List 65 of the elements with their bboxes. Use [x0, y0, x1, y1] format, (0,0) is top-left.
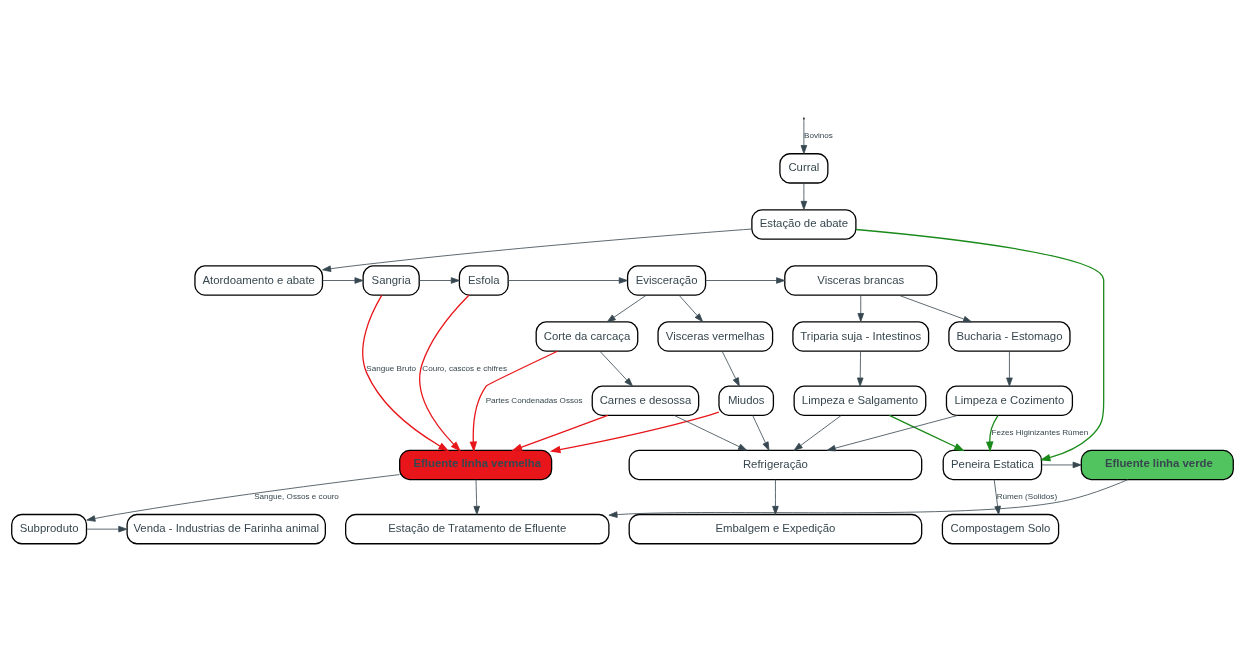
arrow [857, 294, 864, 322]
arrow [469, 350, 559, 452]
arrow [856, 350, 864, 386]
arrow [772, 478, 779, 515]
arrow [705, 276, 786, 284]
node-box: Evisceração [626, 264, 707, 296]
arrow [362, 294, 450, 451]
arrow [599, 350, 633, 386]
node-box: Estação de Tratamento de Efluente [345, 513, 610, 544]
node-box: Miudos [718, 385, 775, 416]
node-box: Peneira Estatica [942, 449, 1043, 480]
arrow [322, 276, 364, 284]
node-box: Curral [779, 152, 829, 184]
node-box: Visceras vermelhas [657, 320, 774, 352]
arrow [608, 478, 1129, 518]
arrow [678, 294, 704, 322]
arrow [985, 414, 999, 452]
node-box: Compostagem Solo [941, 513, 1060, 544]
arrow [673, 414, 748, 451]
arrow [508, 276, 628, 284]
arrow [1006, 350, 1013, 386]
edge-label: Fezes Higinizantes Rúmen [991, 427, 1089, 437]
edge-label: Partes Condenadas Ossos [485, 395, 583, 405]
node-box: Subproduto [11, 513, 88, 544]
arrow [322, 228, 753, 272]
node-box: Embalgem e Expedição [628, 513, 923, 544]
edge-label: Sangue Bruto [366, 363, 416, 373]
arrow [549, 411, 720, 453]
edge-label: Rúmen (Solidos) [996, 491, 1058, 501]
node-box: Refrigeração [628, 449, 923, 480]
arrow [855, 228, 1105, 461]
node-box: Carnes e desossa [591, 385, 700, 416]
arrow [800, 117, 808, 154]
arrow [721, 350, 740, 386]
arrow [419, 294, 470, 452]
arrow [1041, 461, 1082, 468]
arrow [86, 473, 400, 522]
arrow [800, 182, 808, 210]
node-box: Venda - Industrias de Farinha animal [126, 513, 326, 544]
arrow [888, 414, 965, 451]
arrow [473, 478, 480, 515]
arrow [993, 478, 1001, 515]
edge-label: Couro, cascos e chifres [422, 363, 508, 373]
node-box: Limpeza e Salgamento [793, 385, 927, 416]
node-box: Sangria [362, 264, 420, 296]
edge-label: Bovinos [804, 130, 833, 140]
node-box: Efluente linha verde [1080, 449, 1234, 480]
arrow [86, 525, 128, 532]
edge-label: Sangue, Ossos e couro [254, 491, 339, 501]
node-box: Atordoamento e abate [194, 264, 324, 296]
arrow [898, 294, 972, 322]
node-box: Visceras brancas [784, 264, 938, 296]
node-box: Efluente linha vermelha [399, 449, 553, 480]
arrow [793, 414, 842, 451]
arrow [418, 276, 460, 284]
node-box: Corte da carcaça [535, 320, 639, 352]
node-box: Limpeza e Cozimento [945, 385, 1074, 416]
arrow [752, 414, 770, 451]
node-box: Triparia suja - Intestinos [792, 320, 930, 352]
arrow [511, 414, 609, 451]
node-box: Esfola [458, 264, 509, 296]
node-box: Bucharia - Estomago [948, 320, 1071, 352]
arrow [606, 294, 647, 322]
arrow [826, 414, 958, 451]
node-box: Estação de abate [751, 208, 857, 240]
